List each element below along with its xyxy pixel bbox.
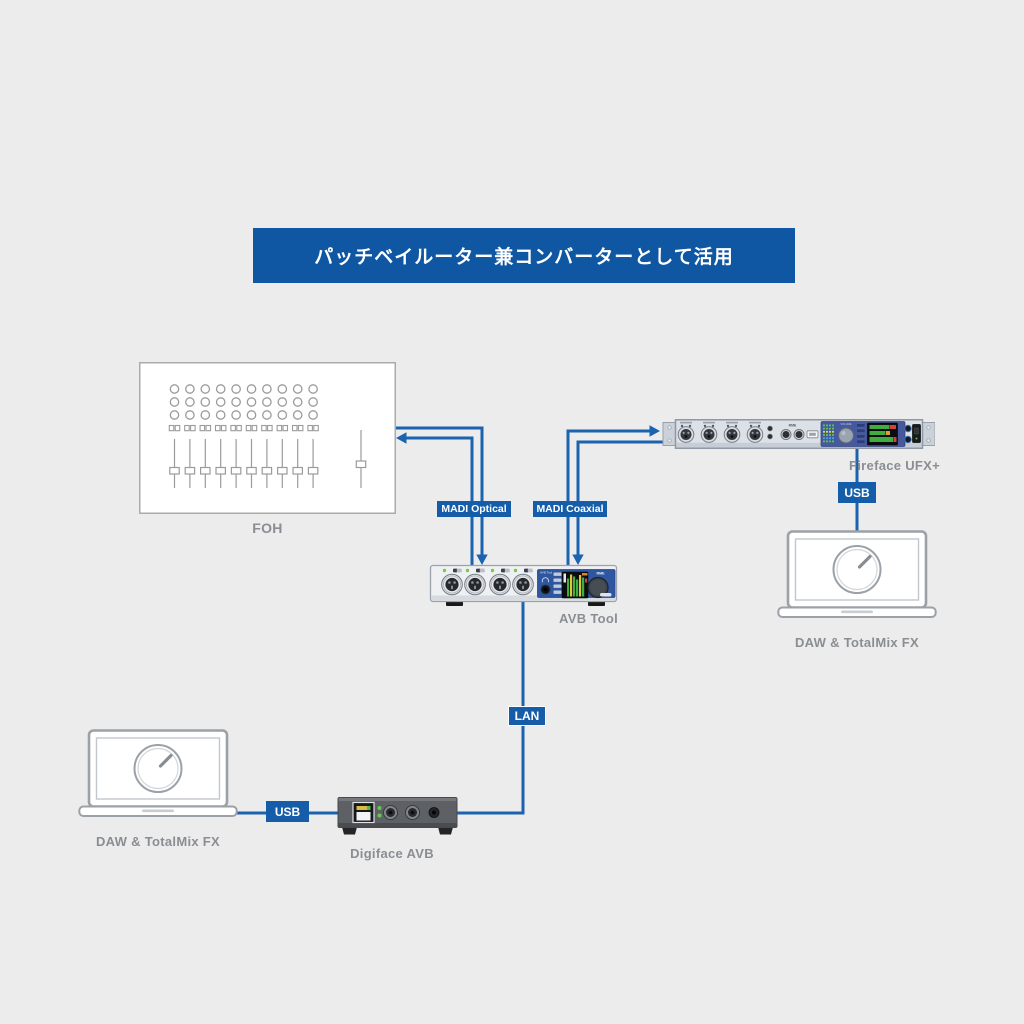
volume-knob-icon [838, 427, 854, 444]
function-buttons-icon [856, 423, 866, 444]
knob-icon [133, 744, 183, 793]
foh-mixer-graphic [139, 362, 396, 514]
wire-fireface-to-avbtool [576, 440, 690, 556]
fireface-ufx-graphic: RME VOLUME [662, 419, 935, 449]
rme-logo: RME [789, 424, 797, 428]
meter-display-icon [867, 422, 898, 446]
title-banner: パッチベイルーター兼コンバーターとして活用 [253, 228, 795, 283]
label-daw-totalmix-bottom: DAW & TotalMix FX [95, 834, 221, 849]
wire-foh-to-avbtool [396, 426, 484, 556]
madi-coaxial-tag: MADI Coaxial [533, 501, 607, 517]
label-avb-tool: AVB Tool [559, 611, 618, 626]
title-text: パッチベイルーター兼コンバーターとして活用 [314, 247, 734, 268]
arrow-right-icon [649, 425, 660, 437]
rack-ear-left [662, 422, 677, 446]
arrow-left-icon [396, 432, 407, 444]
phones-jacks-icon [767, 425, 773, 440]
encoder-buttons-icon [904, 424, 912, 444]
label-fireface-ufx: Fireface UFX+ [849, 458, 940, 473]
madi-optical-tag: MADI Optical [437, 501, 511, 517]
device-feet-icon [342, 827, 453, 835]
lan-tag: LAN [508, 706, 546, 726]
avb-tool-panel-label: AVB Tool [540, 571, 552, 575]
foh-box [139, 362, 396, 514]
mixer-master-fader-icon [355, 430, 367, 488]
laptop-screen-inner [95, 737, 221, 800]
digiface-avb-graphic [337, 797, 458, 835]
body-highlight [338, 798, 457, 801]
headphone-jack-icon [540, 577, 551, 595]
wire-avbtool-to-foh [405, 436, 474, 572]
label-foh: FOH [252, 520, 283, 536]
laptop-base [78, 805, 238, 817]
usb-tag-top: USB [838, 482, 876, 503]
laptop-graphic [777, 530, 937, 618]
wire-lan-avbtool-digiface [457, 600, 525, 815]
wire-avbtool-to-fireface [566, 429, 651, 572]
rme-logo: RME [597, 572, 606, 576]
arrow-down-icon [572, 554, 584, 565]
laptop-base [777, 606, 937, 618]
panel-buttons-icon [553, 572, 562, 594]
usb-port-icon [806, 430, 819, 439]
power-switch-icon [912, 424, 921, 443]
rotary-knob-icon [587, 576, 612, 599]
avb-tool-graphic: AVB Tool RME [429, 564, 618, 606]
usb-tag-bottom: USB [266, 801, 309, 822]
meter-display-icon [561, 571, 589, 599]
ethernet-port-icon [352, 801, 375, 824]
arrow-down-icon [476, 554, 488, 565]
rack-ear-right [921, 422, 935, 446]
laptop-graphic [78, 729, 238, 817]
volume-label: VOLUME [841, 422, 852, 426]
bnc-connectors-icon [383, 805, 420, 820]
midi-ports-icon [780, 429, 805, 440]
label-daw-totalmix-top: DAW & TotalMix FX [794, 635, 920, 650]
status-leds-icon [377, 806, 382, 818]
panel-shadow [676, 442, 922, 448]
knob-icon [832, 545, 882, 594]
headphone-jack-icon [428, 807, 440, 818]
body-shadow [338, 823, 457, 827]
label-digiface-avb: Digiface AVB [350, 846, 434, 861]
laptop-screen-inner [794, 538, 920, 601]
